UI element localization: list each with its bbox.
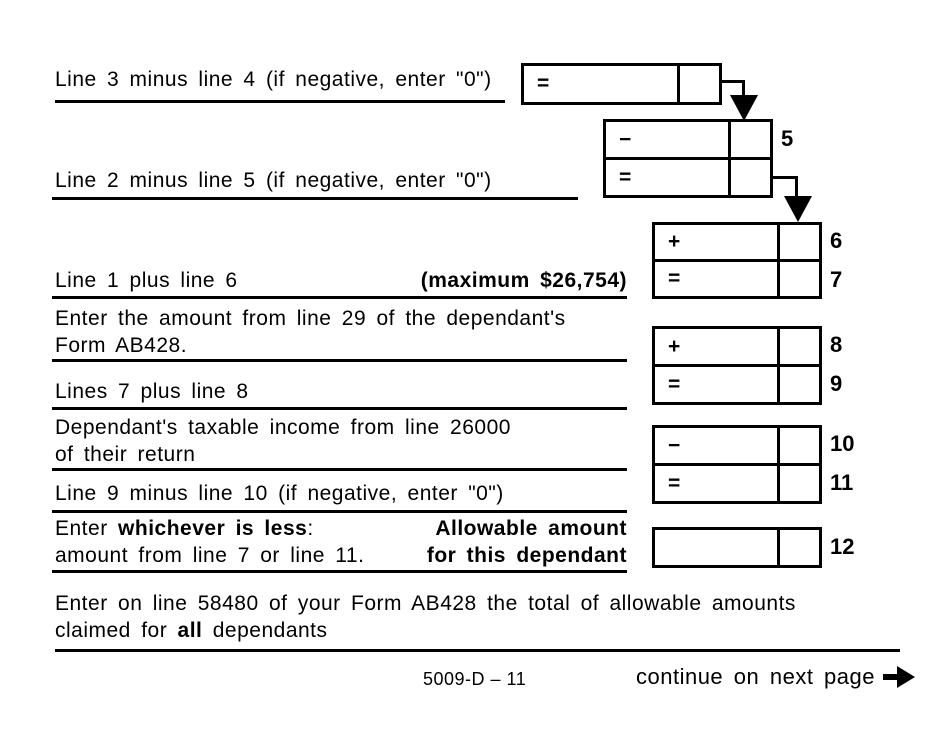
line-number-8: 8: [830, 332, 843, 357]
label-allowable-amount-l2: for this dependant: [426, 544, 627, 567]
writing-line: [52, 197, 578, 200]
amount-field-12-cents[interactable]: [777, 530, 819, 565]
operator-equals: =: [668, 471, 681, 495]
amount-field-10-cents[interactable]: [777, 428, 819, 463]
label-line2-minus-line5: Line 2 minus line 5 (if negative, enter …: [55, 169, 492, 192]
writing-line: [52, 407, 627, 410]
closing-instruction-l2a: claimed for: [55, 619, 178, 642]
label-taxable-income-l2: of their return: [55, 443, 196, 466]
writing-line: [52, 468, 627, 471]
amount-field-11-dollars[interactable]: =: [655, 466, 777, 501]
amount-field-9-dollars[interactable]: =: [655, 367, 777, 402]
amount-field-5eq-dollars[interactable]: =: [606, 160, 728, 195]
writing-line: [52, 510, 627, 513]
label-allowable-amount: Allowable amount for this dependant: [427, 515, 627, 569]
label-line9-minus-line10: Line 9 minus line 10 (if negative, enter…: [55, 482, 504, 505]
amount-field-8-dollars[interactable]: +: [655, 329, 777, 364]
flow-arrow-down-icon: [784, 196, 812, 222]
form-code: 5009-D – 11: [423, 669, 527, 689]
amount-field-8-cents[interactable]: [777, 329, 819, 364]
amount-field-top-dollars[interactable]: =: [524, 66, 677, 102]
footer-rule: [55, 649, 900, 652]
label-line3-minus-line4: Line 3 minus line 4 (if negative, enter …: [55, 68, 492, 91]
line-number-11: 11: [830, 470, 854, 495]
amount-box-6-7: + =: [652, 222, 822, 299]
closing-instruction-all-bold: all: [177, 619, 203, 642]
label-allowable-amount-l1: Allowable amount: [435, 517, 627, 540]
line-number-10: 10: [830, 431, 855, 456]
label-maximum-amount: (maximum $26,754): [420, 269, 627, 292]
line-number-12: 12: [830, 534, 855, 559]
flow-connector: [720, 80, 745, 83]
operator-plus: +: [668, 230, 681, 253]
amount-field-6-dollars[interactable]: +: [655, 225, 777, 259]
closing-instruction-l2c: dependants: [202, 619, 328, 642]
operator-minus: −: [668, 433, 681, 457]
writing-line: [52, 359, 627, 362]
amount-box-12: [652, 527, 822, 568]
continue-next-page-label: continue on next page: [635, 664, 875, 689]
amount-field-top-cents[interactable]: [677, 66, 719, 102]
amount-field-11-cents[interactable]: [777, 466, 819, 501]
operator-equals: =: [668, 372, 681, 396]
operator-equals: =: [668, 267, 681, 290]
continue-next-page: continue on next page: [636, 664, 915, 690]
amount-box-8-9: + =: [652, 326, 822, 405]
writing-line: [52, 570, 627, 573]
label-whichever-prefix: Enter: [55, 517, 119, 540]
label-lines7-plus-line8: Lines 7 plus line 8: [55, 380, 249, 403]
label-whichever-l2: amount from line 7 or line 11.: [55, 544, 365, 567]
next-page-arrow-icon: [883, 666, 915, 688]
label-whichever-is-less: Enter whichever is less: amount from lin…: [55, 515, 364, 569]
amount-box-10-11: − =: [652, 425, 822, 504]
amount-field-5-cents[interactable]: [728, 122, 770, 157]
label-dependant-line29-l2: Form AB428.: [55, 334, 188, 357]
label-whichever-colon: :: [307, 517, 314, 540]
writing-line: [52, 296, 627, 299]
label-dependant-line29: Enter the amount from line 29 of the dep…: [55, 305, 566, 359]
operator-plus: +: [668, 334, 681, 358]
amount-field-12-dollars[interactable]: [655, 530, 777, 565]
amount-field-10-dollars[interactable]: −: [655, 428, 777, 463]
flow-connector: [742, 80, 745, 97]
label-whichever-bold: whichever is less: [118, 517, 308, 540]
label-taxable-income-l1: Dependant's taxable income from line 260…: [55, 416, 511, 439]
flow-arrow-down-icon: [730, 95, 758, 121]
operator-equals: =: [619, 165, 632, 189]
closing-instruction-l1: Enter on line 58480 of your Form AB428 t…: [55, 592, 796, 615]
amount-field-9-cents[interactable]: [777, 367, 819, 402]
label-line1-plus-line6: Line 1 plus line 6: [55, 269, 238, 292]
closing-instruction: Enter on line 58480 of your Form AB428 t…: [55, 590, 796, 644]
operator-equals: =: [537, 72, 550, 95]
flow-connector: [795, 176, 798, 198]
line-number-7: 7: [830, 267, 843, 292]
label-taxable-income: Dependant's taxable income from line 260…: [55, 414, 511, 468]
amount-field-5eq-cents[interactable]: [728, 160, 770, 195]
flow-connector: [771, 176, 798, 179]
amount-box-5: − =: [603, 119, 773, 198]
operator-minus: −: [619, 127, 632, 151]
amount-field-7-dollars[interactable]: =: [655, 262, 777, 296]
writing-line: [55, 100, 505, 103]
amount-field-7-cents[interactable]: [777, 262, 819, 296]
amount-field-5-dollars[interactable]: −: [606, 122, 728, 157]
amount-field-6-cents[interactable]: [777, 225, 819, 259]
amount-box-top: =: [521, 63, 722, 105]
line-number-5: 5: [781, 126, 794, 151]
line-number-6: 6: [830, 228, 843, 253]
line-number-9: 9: [830, 371, 843, 396]
label-dependant-line29-l1: Enter the amount from line 29 of the dep…: [55, 307, 566, 330]
